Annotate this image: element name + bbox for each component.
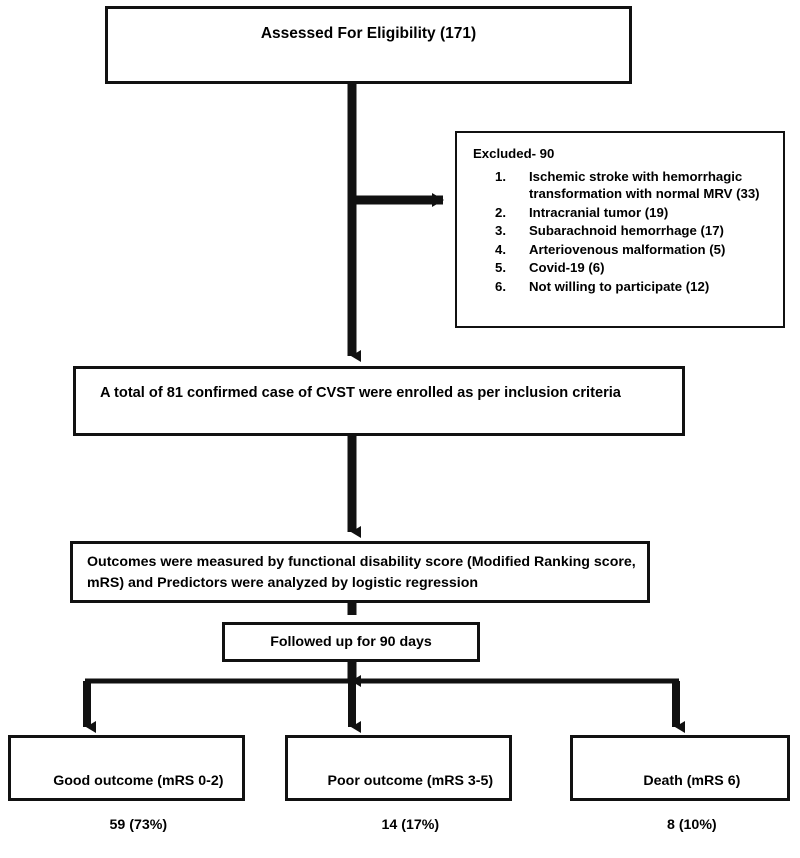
list-item-label: Subarachnoid hemorrhage (17) — [529, 223, 724, 239]
node-followup-label: Followed up for 90 days — [270, 634, 432, 650]
node-poor-outcome-text: Poor outcome (mRS 3-5) 14 (17%) — [288, 748, 509, 858]
list-item-number: 2. — [495, 204, 506, 220]
list-item: 2. Intracranial tumor (19) — [473, 204, 775, 221]
node-good-outcome-text: Good outcome (mRS 0-2) 59 (73%) — [11, 748, 242, 858]
connector-lines — [83, 84, 685, 733]
node-good-outcome-value: 59 (73%) — [109, 817, 168, 833]
node-death-outcome-text: Death (mRS 6) 8 (10%) — [573, 748, 787, 858]
node-good-outcome: Good outcome (mRS 0-2) 59 (73%) — [8, 735, 245, 833]
list-item-label: Arteriovenous malformation (5) — [529, 241, 726, 257]
node-poor-outcome: Poor outcome (mRS 3-5) 14 (17%) — [285, 735, 512, 833]
node-enrolled-label: A total of 81 confirmed case of CVST wer… — [100, 385, 621, 401]
list-item: 6. Not willing to participate (12) — [473, 278, 775, 295]
list-item: 1. Ischemic stroke with hemorrhagic tran… — [473, 168, 775, 203]
node-death-outcome-value: 8 (10%) — [666, 817, 717, 833]
list-item: 5. Covid-19 (6) — [473, 259, 775, 276]
node-outcome-measurement-label: Outcomes were measured by functional dis… — [87, 554, 640, 592]
node-excluded: Excluded- 90 1. Ischemic stroke with hem… — [455, 131, 785, 328]
node-poor-outcome-value: 14 (17%) — [381, 817, 440, 833]
list-item-label: Covid-19 (6) — [529, 260, 605, 276]
list-item-number: 4. — [495, 241, 506, 257]
flowchart-canvas: Assessed For Eligibility (171) Excluded-… — [8, 6, 790, 833]
node-poor-outcome-title: Poor outcome (mRS 3-5) — [327, 773, 494, 789]
list-item-label: Intracranial tumor (19) — [529, 204, 669, 220]
list-item-number: 6. — [495, 278, 506, 294]
node-outcome-measurement: Outcomes were measured by functional dis… — [70, 541, 650, 603]
node-enrolled: A total of 81 confirmed case of CVST wer… — [73, 366, 685, 436]
list-item-label: Not willing to participate (12) — [529, 278, 710, 294]
list-item-number: 1. — [495, 169, 506, 184]
node-death-outcome-title: Death (mRS 6) — [643, 773, 741, 789]
list-item-label: Ischemic stroke with hemorrhagic transfo… — [529, 169, 760, 202]
node-good-outcome-title: Good outcome (mRS 0-2) — [53, 773, 224, 789]
node-followup: Followed up for 90 days — [222, 622, 480, 662]
list-item-number: 3. — [495, 223, 506, 239]
node-death-outcome: Death (mRS 6) 8 (10%) — [570, 735, 790, 833]
list-item-number: 5. — [495, 260, 506, 276]
excluded-reason-list: 1. Ischemic stroke with hemorrhagic tran… — [473, 168, 775, 296]
list-item: 3. Subarachnoid hemorrhage (17) — [473, 222, 775, 239]
node-assessed-for-eligibility-label: Assessed For Eligibility (171) — [260, 25, 477, 42]
node-assessed-for-eligibility: Assessed For Eligibility (171) — [105, 6, 632, 84]
node-excluded-heading: Excluded- 90 — [473, 146, 555, 161]
list-item: 4. Arteriovenous malformation (5) — [473, 241, 775, 258]
